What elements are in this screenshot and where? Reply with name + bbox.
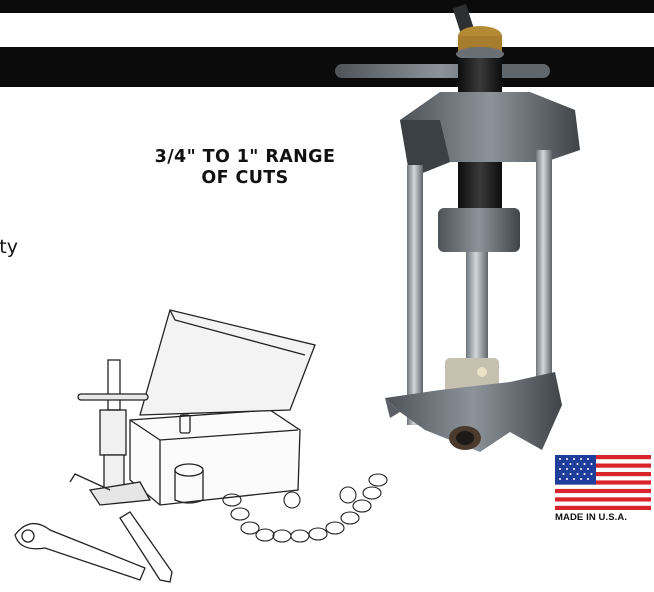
partial-body-text: ity <box>0 236 18 258</box>
pipe-cutter-tool-image <box>335 4 580 452</box>
range-headline-line2: OF CUTS <box>201 168 289 188</box>
range-headline: 3/4" TO 1" RANGE OF CUTS <box>100 147 390 189</box>
kit-illustration <box>14 309 388 583</box>
made-in-usa-label: MADE IN U.S.A. <box>555 512 628 523</box>
usa-flag-icon <box>555 455 651 510</box>
top-black-bar <box>0 0 654 13</box>
range-headline-line1: 3/4" TO 1" RANGE <box>154 147 336 167</box>
